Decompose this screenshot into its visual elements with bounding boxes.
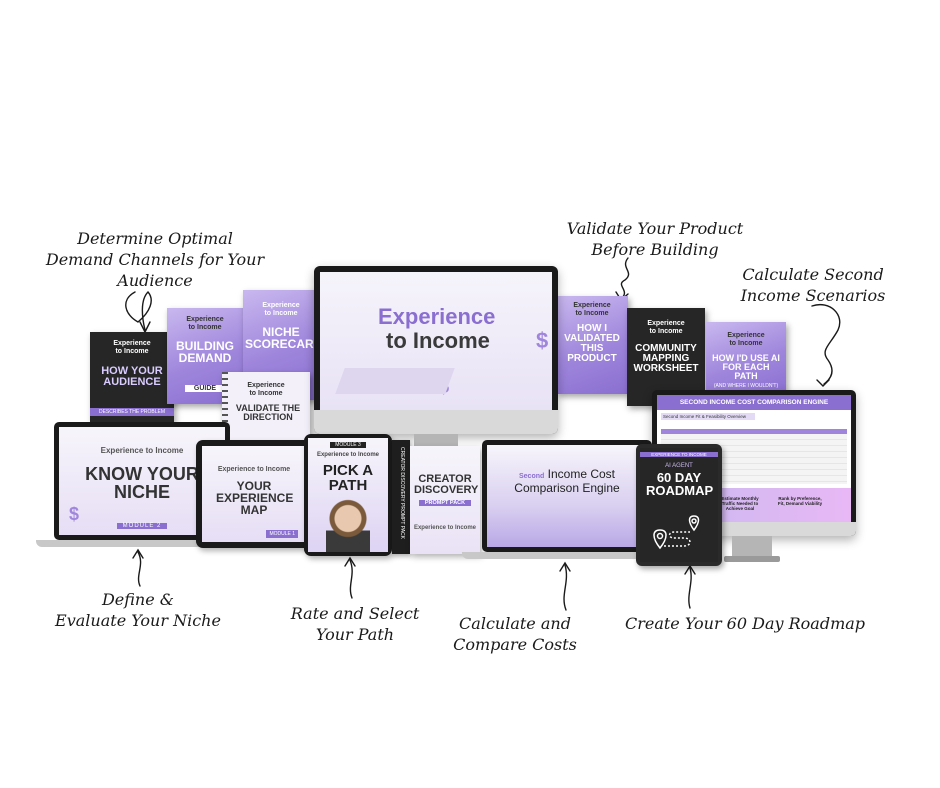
callout-validate-product: Validate Your Product Before Building <box>566 219 744 259</box>
presenter-photo <box>326 498 370 552</box>
cost-engine-title: Income Cost <box>547 467 615 481</box>
monitor-foot <box>724 556 780 562</box>
engine-note-2: Rank by Preference, Fit, Demand Viabilit… <box>777 496 823 506</box>
box-spine-title: CREATOR DISCOVERY PROMPT PACK <box>399 447 405 539</box>
imac-title-line1: Experience <box>378 304 496 329</box>
callout-rate-path: Rate and Select Your Path <box>290 604 420 644</box>
imac-title-line2: to Income <box>386 328 490 353</box>
box-spine: CREATOR DISCOVERY PROMPT PACK <box>392 440 410 554</box>
callout-define-niche: Define & Evaluate Your Niche <box>55 590 221 630</box>
tablet-experience-map: Experience to Income YOUR EXPERIENCE MAP… <box>196 440 312 548</box>
dollar-sign-icon: $ <box>536 328 549 353</box>
monitor-stand <box>732 536 772 558</box>
tablet-roadmap: EXPERIENCE TO INCOME AI AGENT 60 DAY ROA… <box>636 444 722 566</box>
product-title: PICK A PATH <box>322 462 374 494</box>
dollar-sign-icon: $ <box>69 504 80 524</box>
product-title: NICHE SCORECARD <box>245 325 319 351</box>
product-tag: MODULE 1 <box>266 530 298 538</box>
roadmap-kicker: AI AGENT <box>665 463 693 469</box>
callout-calculate-income: Calculate Second Income Scenarios <box>740 265 886 305</box>
product-title: KNOW YOUR NICHE <box>85 464 199 502</box>
product-title: BUILDING DEMAND <box>176 339 234 365</box>
imac-screen: Experience to Income $ $ <box>320 272 552 410</box>
product-subtitle: DESCRIBES THE PROBLEM <box>90 408 174 416</box>
callout-demand-channels: Determine Optimal Demand Channels for Yo… <box>45 229 265 290</box>
product-tag: GUIDE <box>185 385 225 392</box>
laptop-base <box>462 552 672 559</box>
product-title: HOW I'D USE AI FOR EACH PATH <box>712 353 780 381</box>
product-title: COMMUNITY MAPPING WORKSHEET <box>633 343 699 374</box>
callout-roadmap: Create Your 60 Day Roadmap <box>624 614 866 633</box>
product-title: YOUR EXPERIENCE MAP <box>216 479 294 517</box>
cost-engine-title-2: Comparison Engine <box>514 481 620 495</box>
map-pin-icon <box>653 515 700 550</box>
imac-monitor: Experience to Income $ $ <box>314 266 558 434</box>
product-subtitle: (AND WHERE I WOULDN'T) <box>713 383 779 389</box>
cost-engine-accent: Second <box>519 473 545 480</box>
product-title: HOW I VALIDATED THIS PRODUCT <box>564 323 620 364</box>
callout-compare-costs: Calculate and Compare Costs <box>453 614 577 654</box>
engine-title: SECOND INCOME COST COMPARISON ENGINE <box>657 395 851 410</box>
box-creator-discovery: CREATOR DISCOVERY PROMPT PACK Experience… <box>410 446 480 554</box>
product-title: HOW YOUR AUDIENCE <box>101 365 163 388</box>
product-title: 60 DAY ROADMAP <box>646 470 714 498</box>
product-tag: PROMPT PACK <box>419 500 471 506</box>
engine-note-1: Estimate Monthly Traffic Needed to Achie… <box>721 496 759 511</box>
roadmap-top: EXPERIENCE TO INCOME <box>640 452 718 457</box>
product-tag: MODULE 2 <box>117 523 167 529</box>
laptop-base <box>36 540 248 547</box>
product-title: VALIDATE THE DIRECTION <box>235 403 301 422</box>
product-tag: MODULE 3 <box>330 442 366 448</box>
product-title: CREATOR DISCOVERY <box>414 473 479 496</box>
laptop-cost-engine: Second Income Cost Comparison Engine <box>482 440 652 552</box>
tablet-pick-a-path: MODULE 3 Experience to Income PICK A PAT… <box>304 434 392 556</box>
engine-subtitle: Second Income Fit & Feasibility Overview <box>661 413 755 420</box>
keyboard-decoration <box>335 368 455 394</box>
